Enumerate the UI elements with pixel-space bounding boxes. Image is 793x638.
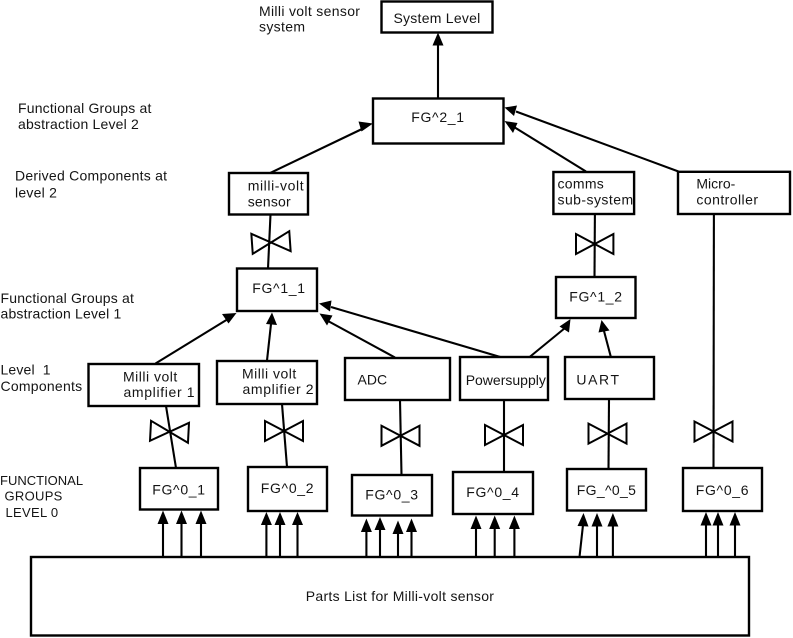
svg-text:Functional Groups at: Functional Groups at <box>1 290 135 306</box>
svg-text:comms: comms <box>558 176 605 192</box>
svg-text:Milli volt sensor: Milli volt sensor <box>259 3 360 19</box>
svg-text:FG^1_1: FG^1_1 <box>252 280 306 296</box>
svg-text:controller: controller <box>696 192 758 208</box>
svg-text:level 2: level 2 <box>15 185 57 201</box>
svg-text:Parts List for Milli-volt sens: Parts List for Milli-volt sensor <box>306 588 495 604</box>
svg-text:ADC: ADC <box>358 372 388 388</box>
svg-text:sub-system: sub-system <box>558 192 634 208</box>
svg-text:FG^0_1: FG^0_1 <box>152 482 206 498</box>
svg-text:FG^0_4: FG^0_4 <box>466 484 520 500</box>
svg-text:Components: Components <box>1 378 83 394</box>
svg-text:FG^0_3: FG^0_3 <box>365 487 419 503</box>
svg-text:FG^2_1: FG^2_1 <box>411 109 465 125</box>
svg-text:Functional Groups at: Functional Groups at <box>18 100 152 116</box>
svg-text:abstraction Level 2: abstraction Level 2 <box>18 116 139 132</box>
svg-text:UART: UART <box>576 372 620 388</box>
svg-text:FG^0_6: FG^0_6 <box>696 482 750 498</box>
svg-text:Milli volt: Milli volt <box>123 369 178 385</box>
svg-text:milli-volt: milli-volt <box>248 178 305 194</box>
svg-text:System Level: System Level <box>393 10 480 26</box>
svg-text:Level 1: Level 1 <box>1 362 51 378</box>
svg-text:amplifier 1: amplifier 1 <box>124 384 196 400</box>
svg-text:FUNCTIONAL: FUNCTIONAL <box>0 473 83 488</box>
svg-text:GROUPS: GROUPS <box>5 489 63 504</box>
svg-text:LEVEL 0: LEVEL 0 <box>6 505 59 520</box>
svg-text:sensor: sensor <box>248 193 291 209</box>
svg-text:FG^0_2: FG^0_2 <box>261 480 315 496</box>
svg-text:system: system <box>259 19 305 35</box>
svg-text:Powersupply: Powersupply <box>466 372 546 388</box>
svg-text:FG^1_2: FG^1_2 <box>569 289 623 305</box>
svg-text:FG_^0_5: FG_^0_5 <box>577 482 637 498</box>
svg-text:Milli volt: Milli volt <box>242 366 297 382</box>
svg-text:amplifier 2: amplifier 2 <box>243 381 315 397</box>
svg-text:abstraction Level 1: abstraction Level 1 <box>1 306 122 322</box>
svg-text:Derived Components at: Derived Components at <box>15 168 167 184</box>
svg-text:Micro-: Micro- <box>696 176 735 192</box>
